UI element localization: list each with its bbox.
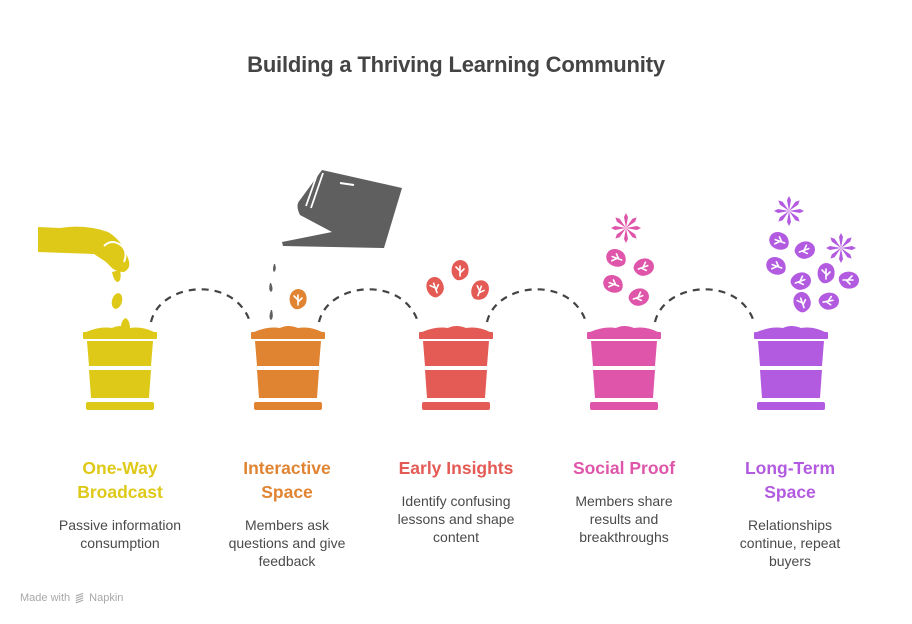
hand-dropping-seeds-icon [38, 226, 131, 333]
sprouting-leaves-icon [422, 259, 493, 304]
stage-description: Members share results and breakthroughs [575, 493, 673, 545]
pot-stage-3 [419, 326, 493, 410]
stage-one-way-broadcast: One-Way Broadcast Passive information co… [40, 456, 200, 552]
stage-title: One-Way Broadcast [40, 456, 200, 504]
stage-title: Long-Term Space [710, 456, 870, 504]
connector-arc [485, 288, 588, 323]
stage-social-proof: Social Proof Members share results and b… [544, 456, 704, 546]
stage-description: Relationships continue, repeat buyers [739, 517, 841, 569]
stage-title-line: Social Proof [572, 458, 676, 478]
page-title: Building a Thriving Learning Community [247, 52, 665, 77]
flourishing-plant-icon [762, 196, 860, 316]
stage-title-line: Space [764, 482, 816, 502]
footer-brand: Napkin [89, 592, 124, 604]
stage-title-line: One-Way [82, 458, 158, 478]
connector-arc [653, 288, 756, 323]
stage-title: Early Insights [376, 456, 536, 480]
stage-early-insights: Early Insights Identify confusing lesson… [376, 456, 536, 546]
leaves-and-flower-icon [599, 213, 658, 310]
stage-title-line: Long-Term [744, 458, 836, 478]
stage-title: Social Proof [544, 456, 704, 480]
pot-stage-4 [587, 326, 661, 410]
stage-long-term-space: Long-Term Space Relationships continue, … [710, 456, 870, 570]
pot-stage-1 [83, 326, 157, 410]
pot-stage-5 [754, 326, 828, 410]
connector-arcs [149, 288, 756, 323]
footer-prefix: Made with [20, 592, 71, 604]
stage-interactive-space: Interactive Space Members ask questions … [207, 456, 367, 570]
sprout-leaf [288, 288, 308, 311]
watering-can-icon [269, 170, 402, 320]
stage-description: Passive information consumption [58, 517, 182, 551]
stage-title: Interactive Space [207, 456, 367, 504]
stage-title-line: Space [261, 482, 313, 502]
napkin-logo-icon [75, 592, 84, 603]
stage-description: Members ask questions and give feedback [228, 517, 346, 569]
stage-title-line: Interactive [243, 458, 331, 478]
made-with-napkin-badge[interactable]: Made with Napkin [20, 592, 123, 604]
stage-title-line: Broadcast [77, 482, 163, 502]
stage-description: Identify confusing lessons and shape con… [397, 493, 515, 545]
stage-title-line: Early Insights [398, 458, 514, 478]
connector-arc [317, 288, 420, 323]
pot-stage-2 [251, 326, 325, 410]
connector-arc [149, 288, 252, 323]
